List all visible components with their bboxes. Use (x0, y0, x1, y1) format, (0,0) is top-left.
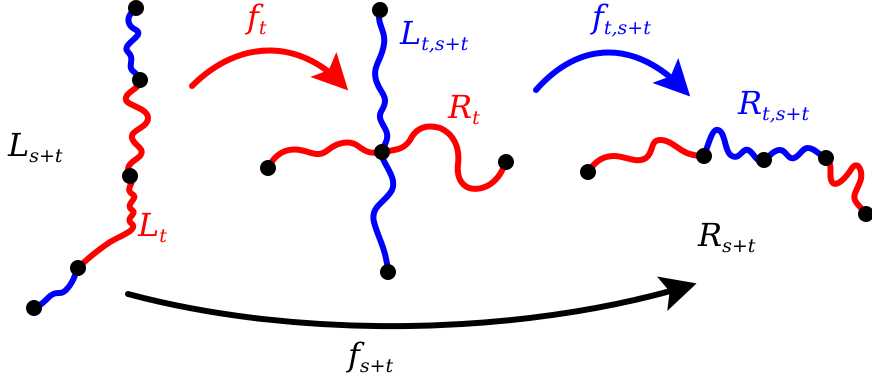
right-point-junction-3 (818, 150, 834, 166)
label-f-t-sub: t (259, 17, 267, 39)
label-l-t-s-t: Lt,s+t (399, 14, 469, 55)
label-f-t: ft (245, 0, 267, 39)
label-l-t-s-t-sub: t,s+t (421, 33, 468, 55)
right-point-left (580, 164, 596, 180)
middle-red-horizontal-curve (265, 123, 509, 192)
label-r-s-t-base: R (697, 216, 722, 254)
label-f-s-t-sub: s+t (360, 355, 394, 377)
right-point-junction-2 (756, 152, 772, 168)
left-point-lower (70, 260, 86, 276)
label-r-t-sub: t (472, 107, 480, 129)
label-l-t: Lt (137, 206, 167, 247)
left-red-zigzag-segment (75, 173, 138, 271)
left-blue-top-segment (123, 5, 143, 83)
arrow-f-s-t (125, 276, 697, 330)
left-point-middle (122, 168, 138, 184)
left-point-bottom (26, 300, 42, 316)
label-r-s-t-sub: s+t (722, 235, 756, 257)
left-point-upper (132, 72, 148, 88)
middle-point-center (374, 144, 390, 160)
left-blue-bottom-segment (31, 265, 81, 311)
middle-cross-group (260, 2, 514, 280)
label-l-s-t-sub: s+t (29, 145, 63, 167)
arrow-f-t (189, 47, 349, 91)
label-f-s-t: fs+t (346, 336, 394, 377)
left-red-middle-segment (122, 77, 151, 179)
left-curve-group (26, 0, 151, 316)
arrow-f-t-s-t (533, 49, 691, 97)
middle-point-right (498, 154, 514, 170)
label-r-t-s-t-base: R (737, 84, 762, 122)
label-l-t-base: L (137, 206, 159, 244)
label-r-t: Rt (447, 88, 480, 129)
right-red-right-segment (823, 155, 869, 217)
right-curve-group (580, 127, 872, 222)
label-f-t-s-t: ft,s+t (590, 0, 651, 39)
left-point-top (128, 0, 144, 16)
label-r-t-base: R (447, 88, 472, 126)
middle-point-top (372, 2, 388, 18)
label-l-s-t-base: L (7, 126, 29, 164)
label-r-t-s-t: Rt,s+t (737, 84, 809, 125)
label-l-t-sub: t (159, 225, 167, 247)
middle-point-left (260, 160, 276, 176)
label-r-t-s-t-sub: t,s+t (762, 103, 809, 125)
label-l-t-s-t-base: L (399, 14, 421, 52)
middle-blue-vertical-curve (370, 7, 397, 275)
label-l-s-t: Ls+t (7, 126, 63, 167)
label-r-s-t: Rs+t (697, 216, 756, 257)
right-point-end (858, 206, 872, 222)
right-point-junction-1 (696, 148, 712, 164)
middle-point-bottom (380, 264, 396, 280)
label-f-t-s-t-sub: t,s+t (604, 17, 651, 39)
right-red-left-segment (585, 137, 707, 175)
